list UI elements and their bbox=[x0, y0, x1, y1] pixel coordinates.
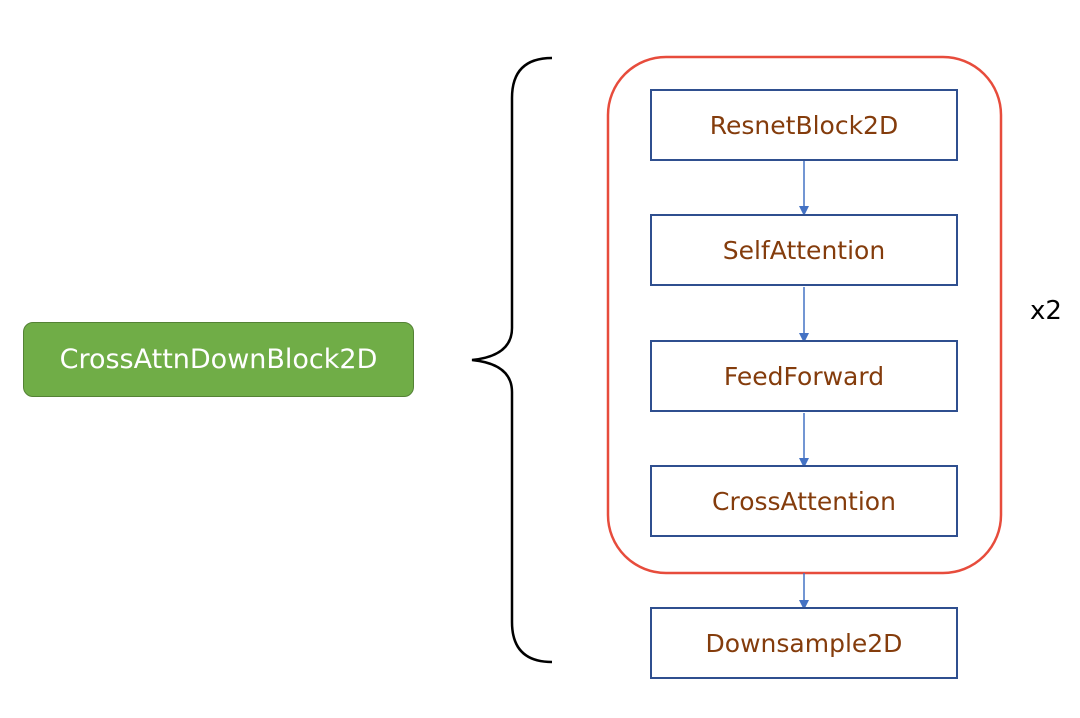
node-label: ResnetBlock2D bbox=[709, 110, 899, 140]
main-block-label: CrossAttnDownBlock2D bbox=[59, 344, 378, 375]
curly-brace bbox=[471, 56, 553, 664]
feed-forward-node: FeedForward bbox=[650, 340, 958, 412]
cross-attention-node: CrossAttention bbox=[650, 465, 958, 537]
node-label: FeedForward bbox=[723, 361, 885, 391]
node-label: Downsample2D bbox=[705, 628, 903, 658]
resnet-block-2d-node: ResnetBlock2D bbox=[650, 89, 958, 161]
repeat-count-label: x2 bbox=[1030, 296, 1062, 326]
cross-attn-down-block-2d: CrossAttnDownBlock2D bbox=[23, 322, 414, 397]
self-attention-node: SelfAttention bbox=[650, 214, 958, 286]
downsample-2d-node: Downsample2D bbox=[650, 607, 958, 679]
node-label: CrossAttention bbox=[712, 486, 896, 516]
node-label: SelfAttention bbox=[722, 235, 886, 265]
